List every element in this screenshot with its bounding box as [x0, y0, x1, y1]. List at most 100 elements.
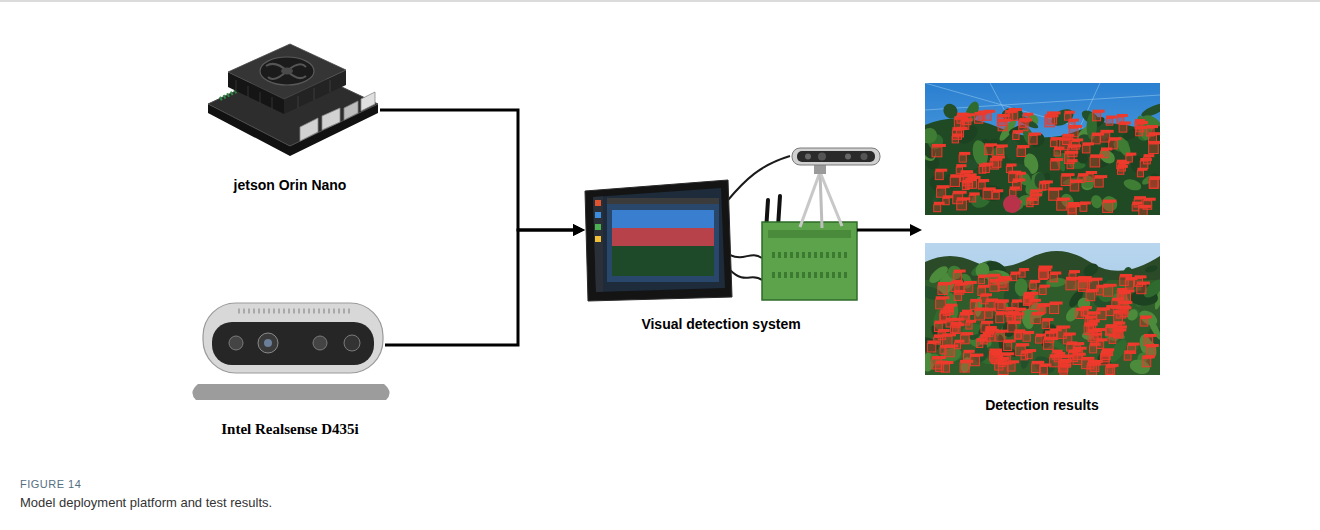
detection-photo	[941, 309, 954, 321]
detection-photo	[937, 188, 946, 197]
detection-photo	[990, 354, 998, 362]
detection-photo	[1027, 130, 1047, 150]
detection-photo	[1106, 116, 1117, 126]
detection-photo	[975, 112, 987, 123]
detection-photo	[1109, 137, 1122, 149]
realsense-camera-illustration	[229, 336, 243, 350]
image-panel: Detection results	[922, 80, 1162, 416]
detection-photo	[1097, 307, 1110, 310]
detection-photo	[1008, 321, 1020, 324]
detection-photo	[996, 312, 1008, 323]
detection-photo	[953, 318, 964, 321]
detection-photo	[1100, 130, 1113, 133]
detection-photo	[950, 174, 963, 177]
detection-photo	[1086, 171, 1097, 174]
detection-photo	[1056, 328, 1066, 338]
detection-photo	[990, 158, 1002, 169]
detection-photo	[955, 343, 961, 349]
detection-photo	[936, 296, 950, 299]
detection-photo	[950, 174, 963, 186]
detection-photo	[953, 191, 967, 204]
detection-photo	[954, 270, 966, 281]
detection-photo	[941, 361, 953, 372]
detection-photo	[998, 119, 1011, 131]
detection-photo	[1013, 130, 1023, 133]
detection-photo	[1137, 307, 1160, 328]
detection-photo	[960, 312, 974, 315]
detection-photo	[985, 326, 996, 329]
detection-photo	[996, 330, 1009, 333]
jetson-board-illustration	[314, 88, 315, 100]
detection-photo	[1039, 266, 1053, 279]
jetson-board-illustration	[298, 96, 299, 108]
detection-photo	[978, 179, 989, 182]
detection-photo	[1012, 299, 1022, 302]
detection-system-illustration	[772, 272, 850, 278]
detection-photo	[1069, 273, 1076, 280]
detection-photo	[1017, 145, 1029, 148]
detection-photo	[1069, 349, 1082, 361]
detection-photo	[1039, 268, 1051, 279]
detection-photo	[1146, 344, 1159, 347]
detection-photo	[1068, 204, 1080, 215]
detection-photo	[1144, 154, 1155, 157]
detection-photo	[992, 155, 1005, 167]
detection-photo	[1146, 125, 1158, 128]
detection-photo	[1047, 111, 1061, 124]
detection-photo	[1049, 187, 1063, 190]
detection-photo	[1015, 333, 1021, 339]
detection-photo	[978, 114, 985, 121]
detection-photo	[1039, 303, 1050, 313]
detection-photo	[1093, 113, 1101, 121]
detection-photo	[925, 243, 1160, 375]
detection-photo	[998, 278, 1012, 291]
detection-photo	[942, 336, 952, 346]
detection-photo	[1093, 110, 1105, 121]
detection-photo	[1109, 137, 1122, 140]
detection-photo	[1097, 338, 1108, 348]
detection-photo	[1105, 324, 1117, 327]
detection-photo	[1144, 334, 1157, 337]
detection-photo	[1054, 150, 1060, 156]
detection-photo	[1119, 164, 1126, 171]
detection-photo	[1050, 140, 1057, 147]
detection-photo	[1029, 302, 1037, 310]
realsense-camera-illustration	[203, 303, 383, 373]
detection-photo	[1137, 171, 1143, 177]
jetson-board-illustration	[208, 64, 378, 146]
detection-photo	[1120, 274, 1132, 277]
jetson-board-illustration	[272, 97, 273, 109]
detection-photo	[1105, 327, 1113, 335]
detection-photo	[998, 276, 1010, 287]
detection-photo	[1080, 201, 1091, 211]
detection-photo	[959, 155, 966, 162]
detection-photo	[941, 312, 950, 321]
detection-photo	[941, 361, 953, 364]
detection-photo	[932, 144, 946, 157]
detection-photo	[1008, 324, 1016, 332]
detection-photo	[986, 332, 995, 341]
detection-photo	[978, 111, 989, 121]
detection-photo	[1002, 352, 1014, 363]
jetson-board-illustration	[260, 57, 314, 85]
image-panel: jetson Orin Nano	[200, 38, 380, 196]
detection-photo	[1023, 334, 1030, 341]
detection-photo	[960, 363, 969, 372]
detection-photo	[925, 251, 1160, 285]
detection-photo	[1050, 301, 1063, 313]
detection-photo	[1068, 205, 1076, 213]
detection-photo	[1139, 205, 1151, 215]
detection-photo	[983, 187, 996, 199]
detection-photo	[1086, 292, 1095, 301]
detection-photo	[1019, 268, 1029, 271]
detection-photo	[1126, 153, 1136, 156]
detection-photo	[962, 113, 974, 124]
detection-photo	[1082, 145, 1090, 153]
detection-photo	[1124, 353, 1131, 360]
detection-photo	[953, 191, 967, 194]
detection-photo	[952, 130, 961, 139]
detection-photo	[1065, 154, 1075, 164]
jetson-board-illustration	[208, 44, 378, 156]
detection-photo	[1030, 189, 1042, 192]
